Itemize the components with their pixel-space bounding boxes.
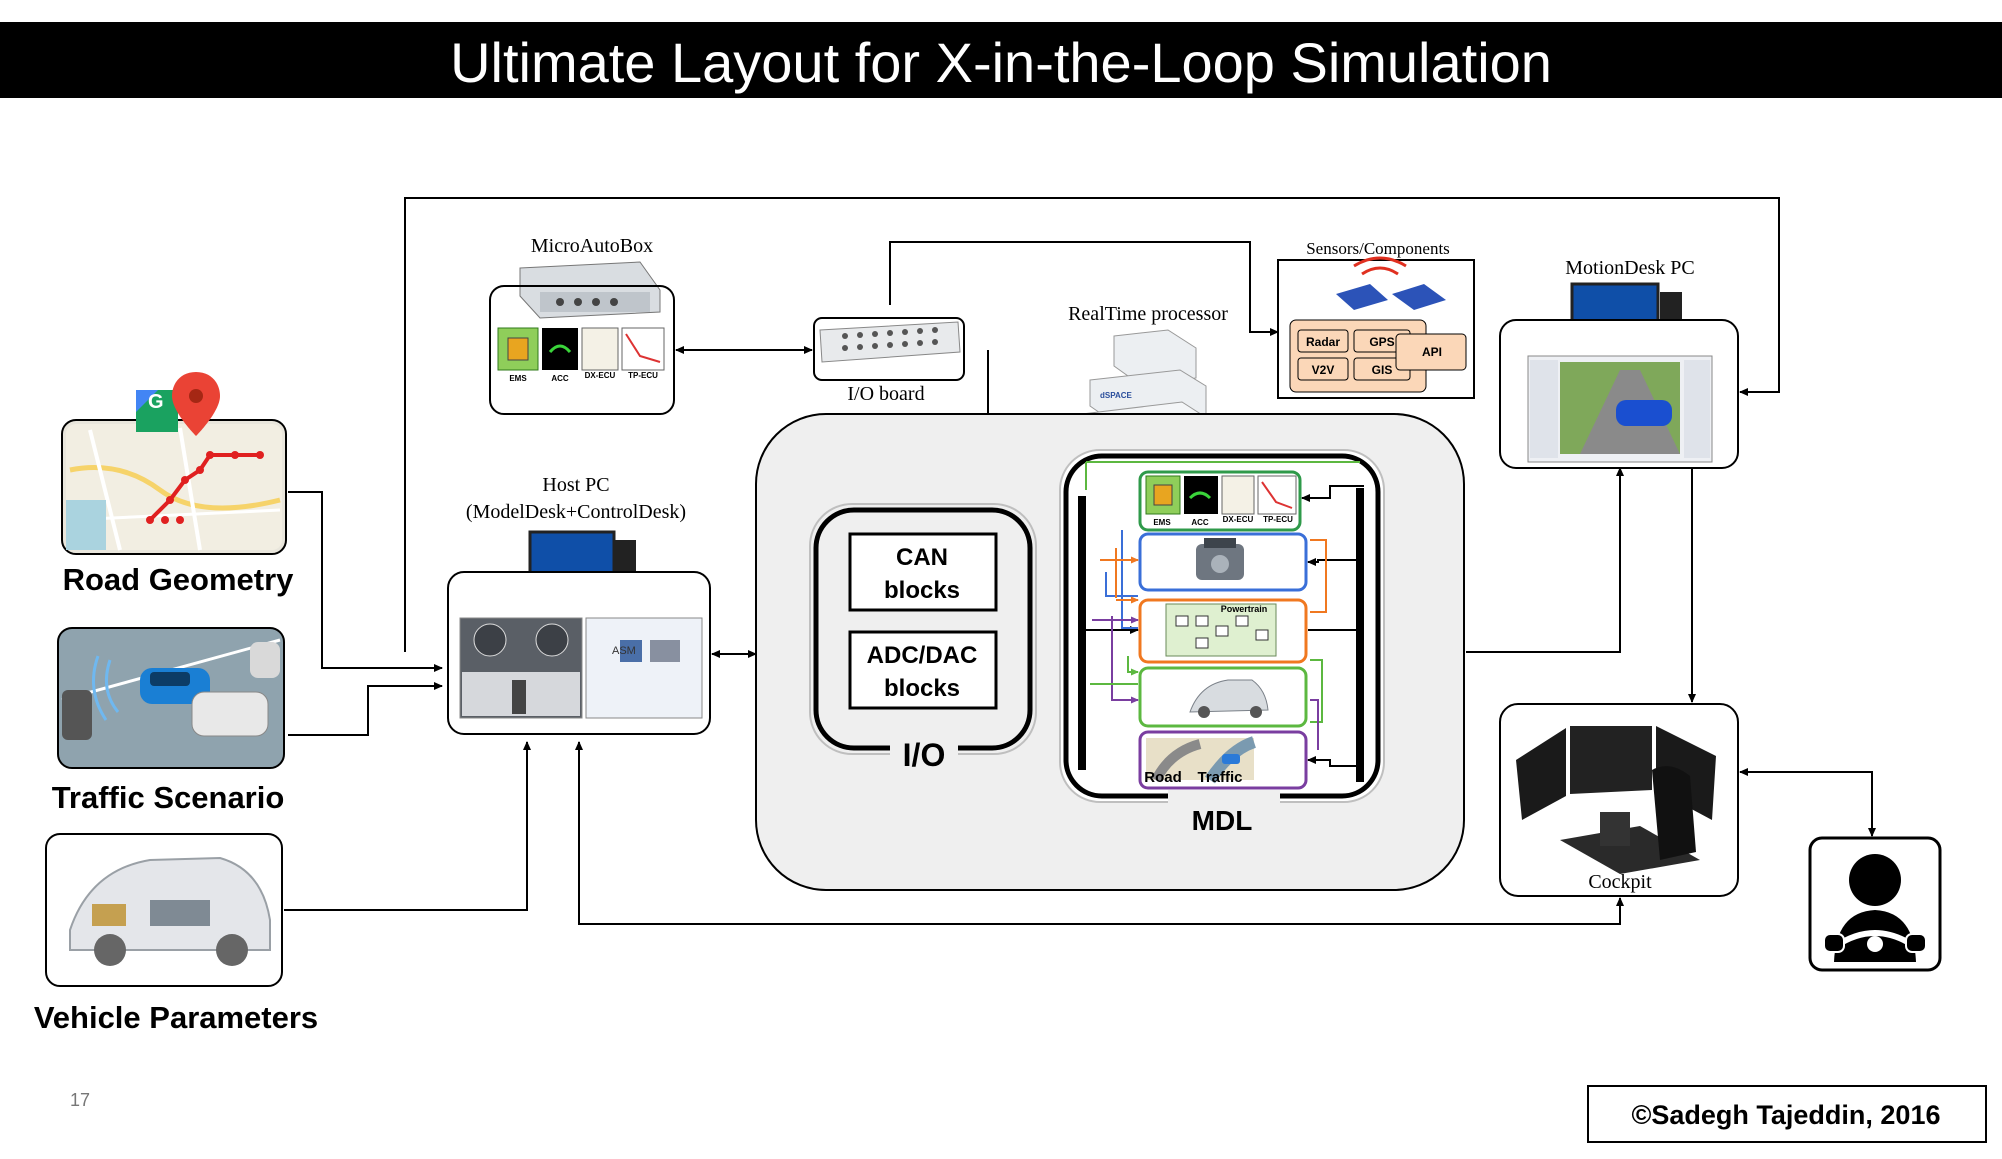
motiondesk-screen [1527, 355, 1713, 463]
realtime-label: RealTime processor [1068, 303, 1228, 325]
mdl-traffic-label: Traffic [1197, 769, 1242, 786]
io-board-device-icon [819, 321, 961, 363]
mdl-group-label: MDL [1192, 805, 1253, 836]
mab-ecu-label: ACC [551, 374, 569, 383]
cockpit-simulator-icon [1516, 726, 1716, 874]
mdl-ecu-label: EMS [1153, 518, 1171, 527]
engine-icon [1196, 538, 1244, 580]
adc-dac-blocks [848, 630, 998, 710]
road-geometry-label: Road Geometry [63, 562, 295, 597]
sensors-label: Sensors/Components [1306, 239, 1450, 258]
tp-ecu-chart-icon [621, 327, 665, 371]
can-blocks-line2: blocks [884, 577, 960, 604]
io-group [809, 503, 1037, 774]
traffic-scenario-image [57, 627, 285, 769]
sensor-gps: GPS [1369, 335, 1394, 349]
vehicle-body-icon [1189, 679, 1269, 718]
ems-chip-icon [497, 327, 539, 371]
can-blocks [848, 532, 998, 612]
mdl-input-bus [1078, 496, 1086, 770]
microautobox-label: MicroAutoBox [531, 235, 653, 257]
mdl-ecu-label: DX-ECU [1223, 515, 1254, 524]
io-group-label: I/O [903, 737, 946, 773]
host-pc-label: Host PC [542, 474, 609, 496]
io-board-label: I/O board [847, 383, 924, 405]
host-pc-screens: ASM [459, 617, 703, 719]
road-geometry-map: G [61, 372, 287, 555]
motiondesk-label: MotionDesk PC [1565, 257, 1694, 279]
mdl-group [1059, 449, 1385, 820]
mdl-powertrain-label: Powertrain [1221, 604, 1268, 614]
sensor-items: Radar GPS V2V GIS API [1289, 319, 1467, 393]
host-pc-sublabel: (ModelDesk+ControlDesk) [466, 501, 686, 523]
road-traffic-icon [1146, 736, 1257, 784]
sensor-radar: Radar [1306, 335, 1340, 349]
dx-ecu-icon [581, 327, 619, 371]
adc-blocks-line2: blocks [884, 675, 960, 702]
mab-ecu-label: TP-ECU [628, 371, 658, 380]
page-title: Ultimate Layout for X-in-the-Loop Simula… [450, 31, 1552, 94]
sensor-api: API [1422, 345, 1442, 359]
mab-ecu-label: EMS [509, 374, 527, 383]
mab-ecu-label: DX-ECU [585, 371, 616, 380]
cockpit-label: Cockpit [1588, 871, 1652, 893]
svg-text:dSPACE: dSPACE [1100, 391, 1133, 400]
adc-blocks-line1: ADC/DAC [867, 642, 978, 669]
acc-car-icon [542, 328, 578, 370]
can-blocks-line1: CAN [896, 544, 948, 571]
mdl-output-bus [1356, 488, 1364, 782]
title-bar [0, 22, 2002, 98]
driver-icon [1808, 836, 1942, 972]
microautobox-box [489, 285, 675, 415]
copyright-box [1587, 1085, 1987, 1143]
mdl-road-label: Road [1144, 769, 1182, 786]
copyright-text: ©Sadegh Tajeddin, 2016 [1632, 1100, 1941, 1130]
microautobox-ecus [496, 326, 668, 376]
svg-text:G: G [148, 391, 164, 413]
microautobox-device-icon [519, 261, 661, 319]
sensor-v2v: V2V [1312, 363, 1335, 377]
mdl-ecu-label: ACC [1191, 518, 1209, 527]
page-number: 17 [70, 1090, 90, 1110]
svg-text:ASM: ASM [612, 645, 636, 657]
mdl-ecu-label: TP-ECU [1263, 515, 1293, 524]
sensor-gis: GIS [1372, 363, 1393, 377]
vehicle-parameters-label: Vehicle Parameters [34, 1000, 318, 1035]
vehicle-parameters-image [45, 833, 283, 987]
traffic-scenario-label: Traffic Scenario [52, 780, 285, 815]
sensor-modules-icon [1336, 256, 1446, 310]
